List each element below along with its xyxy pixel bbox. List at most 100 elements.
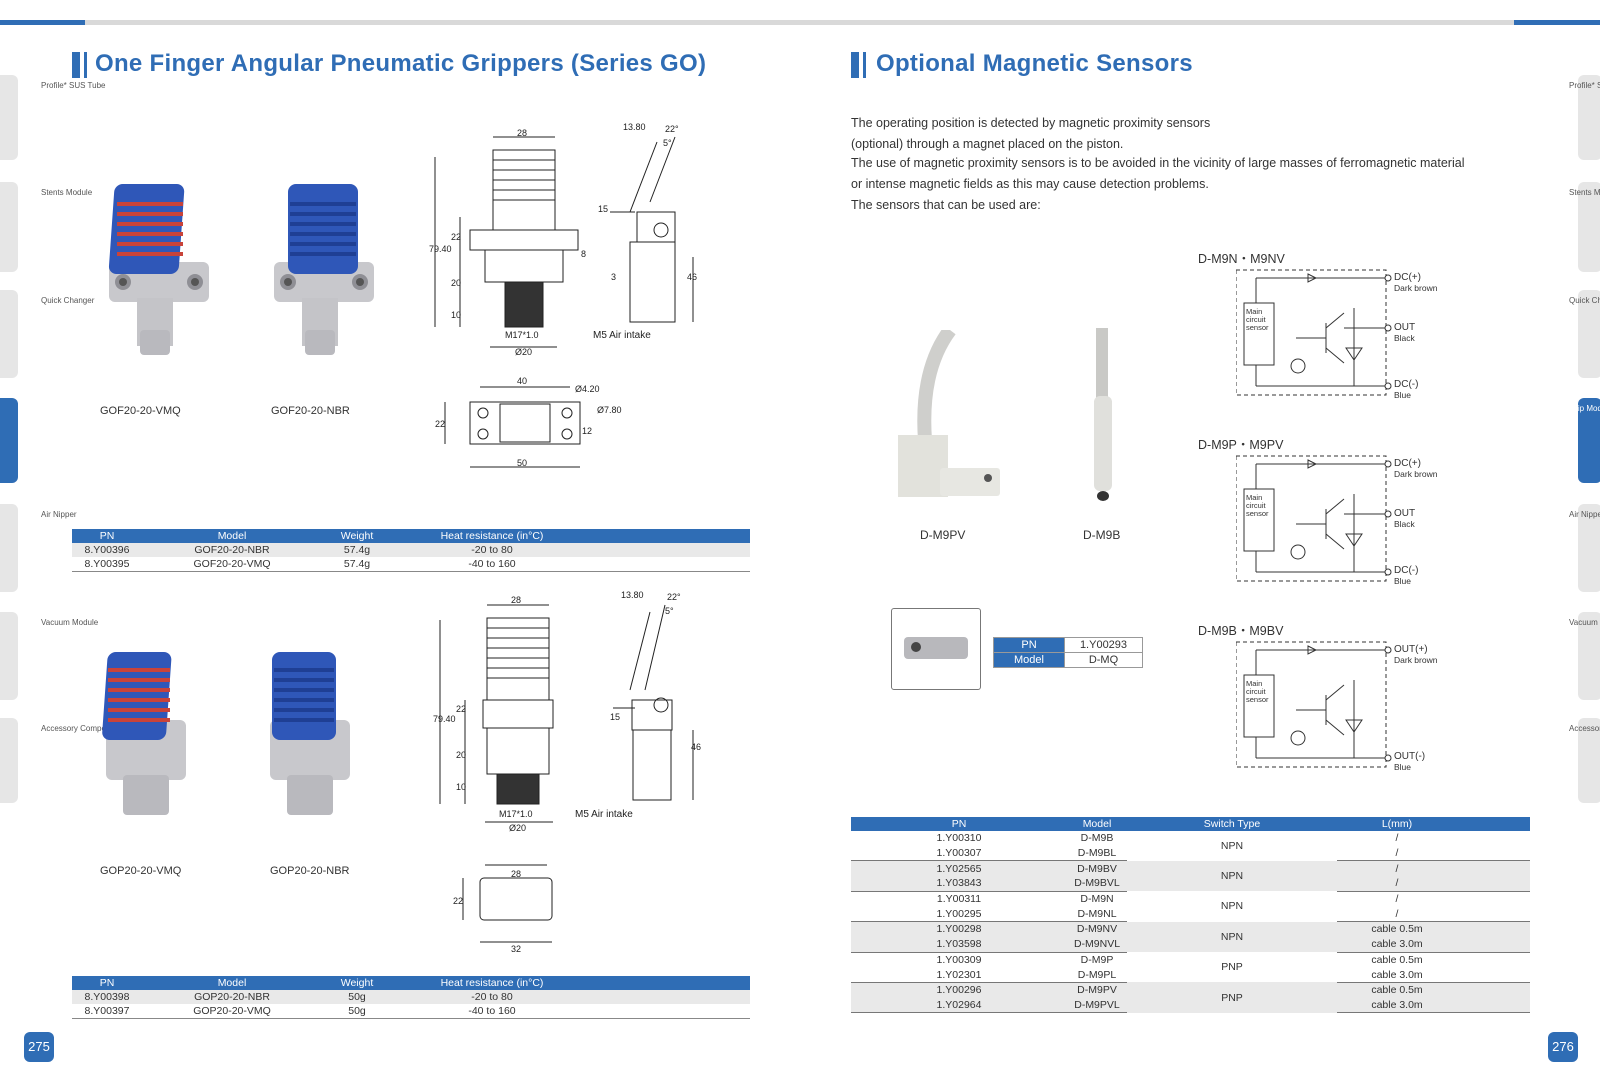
product-caption: GOF20-20-VMQ	[100, 405, 181, 417]
cell: PN	[993, 637, 1065, 653]
cell: cable 3.0m	[1337, 936, 1457, 953]
circuit-diagram	[1236, 455, 1392, 582]
side-tab-label: Accessory Components	[1569, 724, 1600, 733]
cell: NPN	[1220, 839, 1244, 852]
side-tab-label: Vacuum Module	[1569, 618, 1600, 627]
side-tab[interactable]	[0, 290, 18, 378]
side-tab[interactable]	[0, 398, 18, 483]
cell: 1.Y02565	[851, 860, 1067, 877]
side-tab[interactable]	[1578, 504, 1600, 592]
side-tab[interactable]	[0, 718, 18, 803]
terminal-label: DC(+)	[1394, 272, 1421, 283]
side-tab[interactable]	[1578, 612, 1600, 700]
side-tab-label: Grip Module	[1569, 404, 1600, 413]
terminal-label: OUT(-)	[1394, 751, 1426, 762]
cell: 1.Y00296	[851, 982, 1067, 998]
bracket-photo-frame	[891, 608, 981, 690]
col-header: Model	[1067, 817, 1127, 831]
side-tab[interactable]	[0, 182, 18, 272]
side-tab-label: Quick Changer	[1569, 296, 1600, 305]
terminal-label: OUT	[1394, 322, 1416, 333]
side-tab-label: Profile* SUS Tube	[1569, 81, 1600, 90]
product-caption: GOF20-20-NBR	[271, 405, 350, 417]
page-title-right: Optional Magnetic Sensors	[876, 50, 1193, 77]
terminal-color: Black	[1394, 333, 1415, 343]
col-header: Heat resistance (in°C)	[392, 529, 592, 543]
product-caption: GOP20-20-VMQ	[100, 865, 182, 877]
side-tab-label: Accessory Components	[41, 724, 126, 733]
dim-label: 10	[451, 310, 461, 320]
cell: NPN	[1127, 921, 1337, 952]
dim-label: 8	[581, 249, 586, 259]
circuit-title: D-M9B・M9BV	[1198, 624, 1284, 638]
side-tab[interactable]	[1578, 718, 1600, 803]
cell: D-M9B	[1080, 832, 1114, 845]
sensor-caption: D-M9PV	[920, 528, 966, 542]
side-tab[interactable]	[0, 612, 18, 700]
cell: 57.4g	[322, 557, 392, 572]
col-header: L(mm)	[1337, 817, 1457, 831]
product-caption: GOP20-20-NBR	[270, 865, 350, 877]
side-tab[interactable]	[0, 504, 18, 592]
cell: GOP20-20-NBR	[142, 990, 322, 1004]
dim-label: 22	[453, 896, 463, 906]
dim-label: Ø7.80	[597, 405, 622, 415]
dim-label: 20	[456, 750, 466, 760]
cell: 8.Y00396	[72, 543, 142, 557]
page-title-left: One Finger Angular Pneumatic Grippers (S…	[95, 50, 707, 77]
cell: D-MQ	[1064, 652, 1143, 668]
bracket-photo	[904, 637, 968, 659]
cell: 8.Y00398	[72, 990, 142, 1004]
side-tab-label: Stents Module	[1569, 188, 1600, 197]
cell: /	[1337, 906, 1457, 923]
side-tab[interactable]	[1578, 398, 1600, 483]
cell: -40 to 160	[392, 1004, 592, 1019]
cell: 1.Y00307	[851, 845, 1067, 862]
cell: GOF20-20-VMQ	[142, 557, 322, 572]
cell: GOP20-20-VMQ	[142, 1004, 322, 1019]
dim-label: 10	[456, 782, 466, 792]
cell: 50g	[322, 1004, 392, 1019]
cell: 1.Y00298	[851, 921, 1067, 937]
side-tab[interactable]	[1578, 182, 1600, 272]
circuit-title: D-M9N・M9NV	[1198, 252, 1285, 266]
sensor-caption: D-M9B	[1083, 528, 1121, 542]
cell: 57.4g	[322, 543, 392, 557]
side-tab[interactable]	[1578, 75, 1600, 160]
intro-line: The use of magnetic proximity sensors is…	[851, 156, 1465, 170]
side-tab[interactable]	[0, 75, 18, 160]
cell: -20 to 80	[392, 990, 592, 1004]
dim-label: 79.40	[429, 244, 452, 254]
cell: D-M9BV	[1067, 860, 1127, 877]
col-header: PN	[72, 529, 142, 543]
gripper-photo-gop-vmq	[102, 652, 186, 815]
cell: 1.Y03843	[851, 876, 1067, 892]
cell: 50g	[322, 990, 392, 1004]
cell: /	[1395, 832, 1399, 845]
side-tab-label: Grip Module	[41, 404, 85, 413]
cell: D-M9NL	[1067, 906, 1127, 923]
side-tab[interactable]	[1578, 290, 1600, 378]
dim-label: Ø20	[509, 823, 526, 833]
terminal-color: Black	[1394, 519, 1415, 529]
terminal-label: DC(-)	[1394, 565, 1419, 576]
cell: cable 0.5m	[1337, 982, 1457, 998]
top-rule-accent-right	[1514, 20, 1600, 25]
gof-spec-table: PN Model Weight Heat resistance (in°C) 8…	[72, 529, 750, 572]
cell: 1.Y02301	[851, 967, 1067, 983]
col-header: Switch Type	[1127, 817, 1337, 831]
dim-label: 28	[511, 869, 521, 879]
terminal-color: Dark brown	[1394, 283, 1438, 293]
cell: D-M9PVL	[1067, 997, 1127, 1014]
side-tab-label: Air Nipper	[41, 510, 77, 519]
gripper-photo-gof-nbr	[274, 184, 374, 355]
cell: Model	[993, 652, 1065, 668]
cell: D-M9NVL	[1067, 936, 1127, 953]
page-number-left: 275	[24, 1032, 54, 1062]
circuit-title: D-M9P・M9PV	[1198, 438, 1284, 452]
intro-line: The operating position is detected by ma…	[851, 116, 1211, 130]
